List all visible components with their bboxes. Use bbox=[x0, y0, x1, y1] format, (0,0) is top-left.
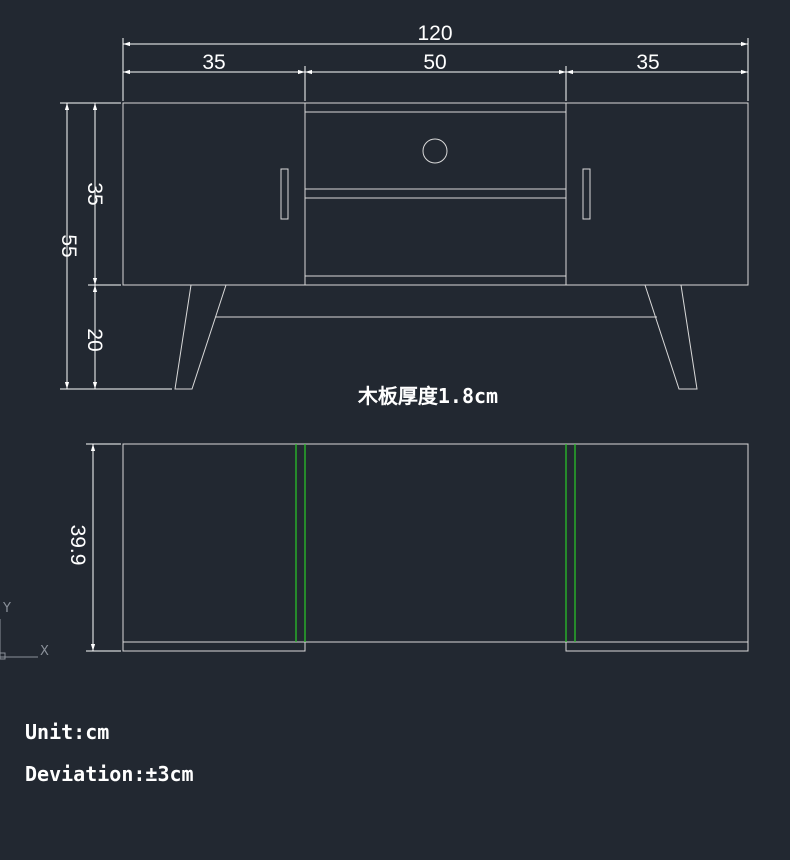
deviation-note: Deviation:±3cm bbox=[25, 762, 194, 786]
unit-note: Unit:cm bbox=[25, 720, 110, 744]
top-right-base bbox=[565, 641, 749, 652]
front-dimension-labels: 120 35 50 35 55 35 20 bbox=[57, 22, 660, 352]
dim-leg-height: 20 bbox=[83, 328, 106, 351]
cable-hole bbox=[422, 138, 448, 164]
cabinet-outline bbox=[122, 102, 749, 286]
board-thickness-note: 木板厚度1.8cm bbox=[357, 384, 498, 408]
top-view bbox=[122, 443, 749, 652]
top-dimensions bbox=[86, 443, 121, 652]
left-door-handle bbox=[280, 168, 289, 220]
top-left-base bbox=[122, 641, 306, 652]
ucs-icon bbox=[0, 619, 38, 660]
ucs-x-label: X bbox=[40, 644, 49, 659]
middle-shelf bbox=[304, 188, 567, 199]
top-dividers bbox=[295, 444, 576, 642]
ucs-y-label: Y bbox=[2, 601, 11, 616]
dim-middle-section: 50 bbox=[423, 51, 446, 74]
right-door-handle bbox=[582, 168, 591, 220]
dim-cabinet-height: 35 bbox=[83, 182, 106, 205]
front-view bbox=[122, 102, 749, 390]
dim-depth: 39.9 bbox=[66, 525, 89, 566]
front-dimensions bbox=[60, 38, 749, 390]
right-leg bbox=[644, 284, 698, 390]
top-outline bbox=[122, 443, 749, 643]
dim-left-section: 35 bbox=[202, 51, 225, 74]
dim-overall-width: 120 bbox=[417, 22, 452, 45]
dim-total-height: 55 bbox=[57, 234, 80, 257]
left-leg bbox=[174, 284, 227, 390]
dim-right-section: 35 bbox=[636, 51, 659, 74]
